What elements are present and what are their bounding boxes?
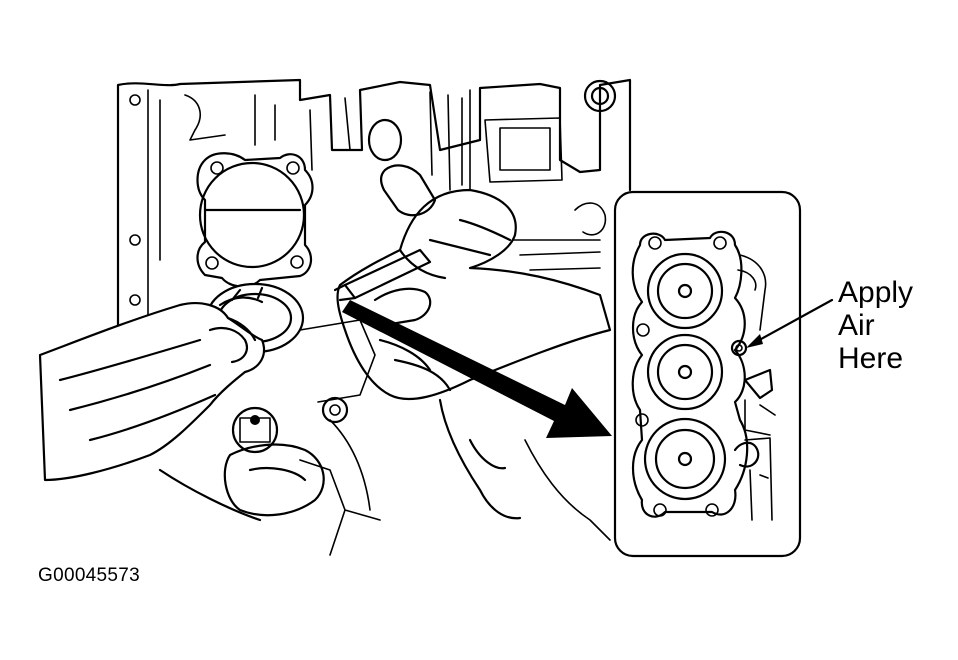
right-hand xyxy=(336,164,612,520)
callout-line-2: Air xyxy=(838,309,875,342)
pointer-arrow xyxy=(342,300,612,438)
case-bore xyxy=(196,152,314,288)
callout-line-1: Apply xyxy=(838,276,914,309)
left-hand xyxy=(38,301,325,522)
figure-id: G00045573 xyxy=(38,565,141,586)
valve-body-detail xyxy=(231,319,611,556)
transmission-case xyxy=(116,78,632,352)
callout-line-3: Here xyxy=(838,342,904,375)
air-nozzle xyxy=(333,248,432,302)
apply-air-callout: Apply Air Here xyxy=(838,276,913,375)
callout-leader xyxy=(746,298,834,348)
inset-gasket xyxy=(631,230,776,521)
